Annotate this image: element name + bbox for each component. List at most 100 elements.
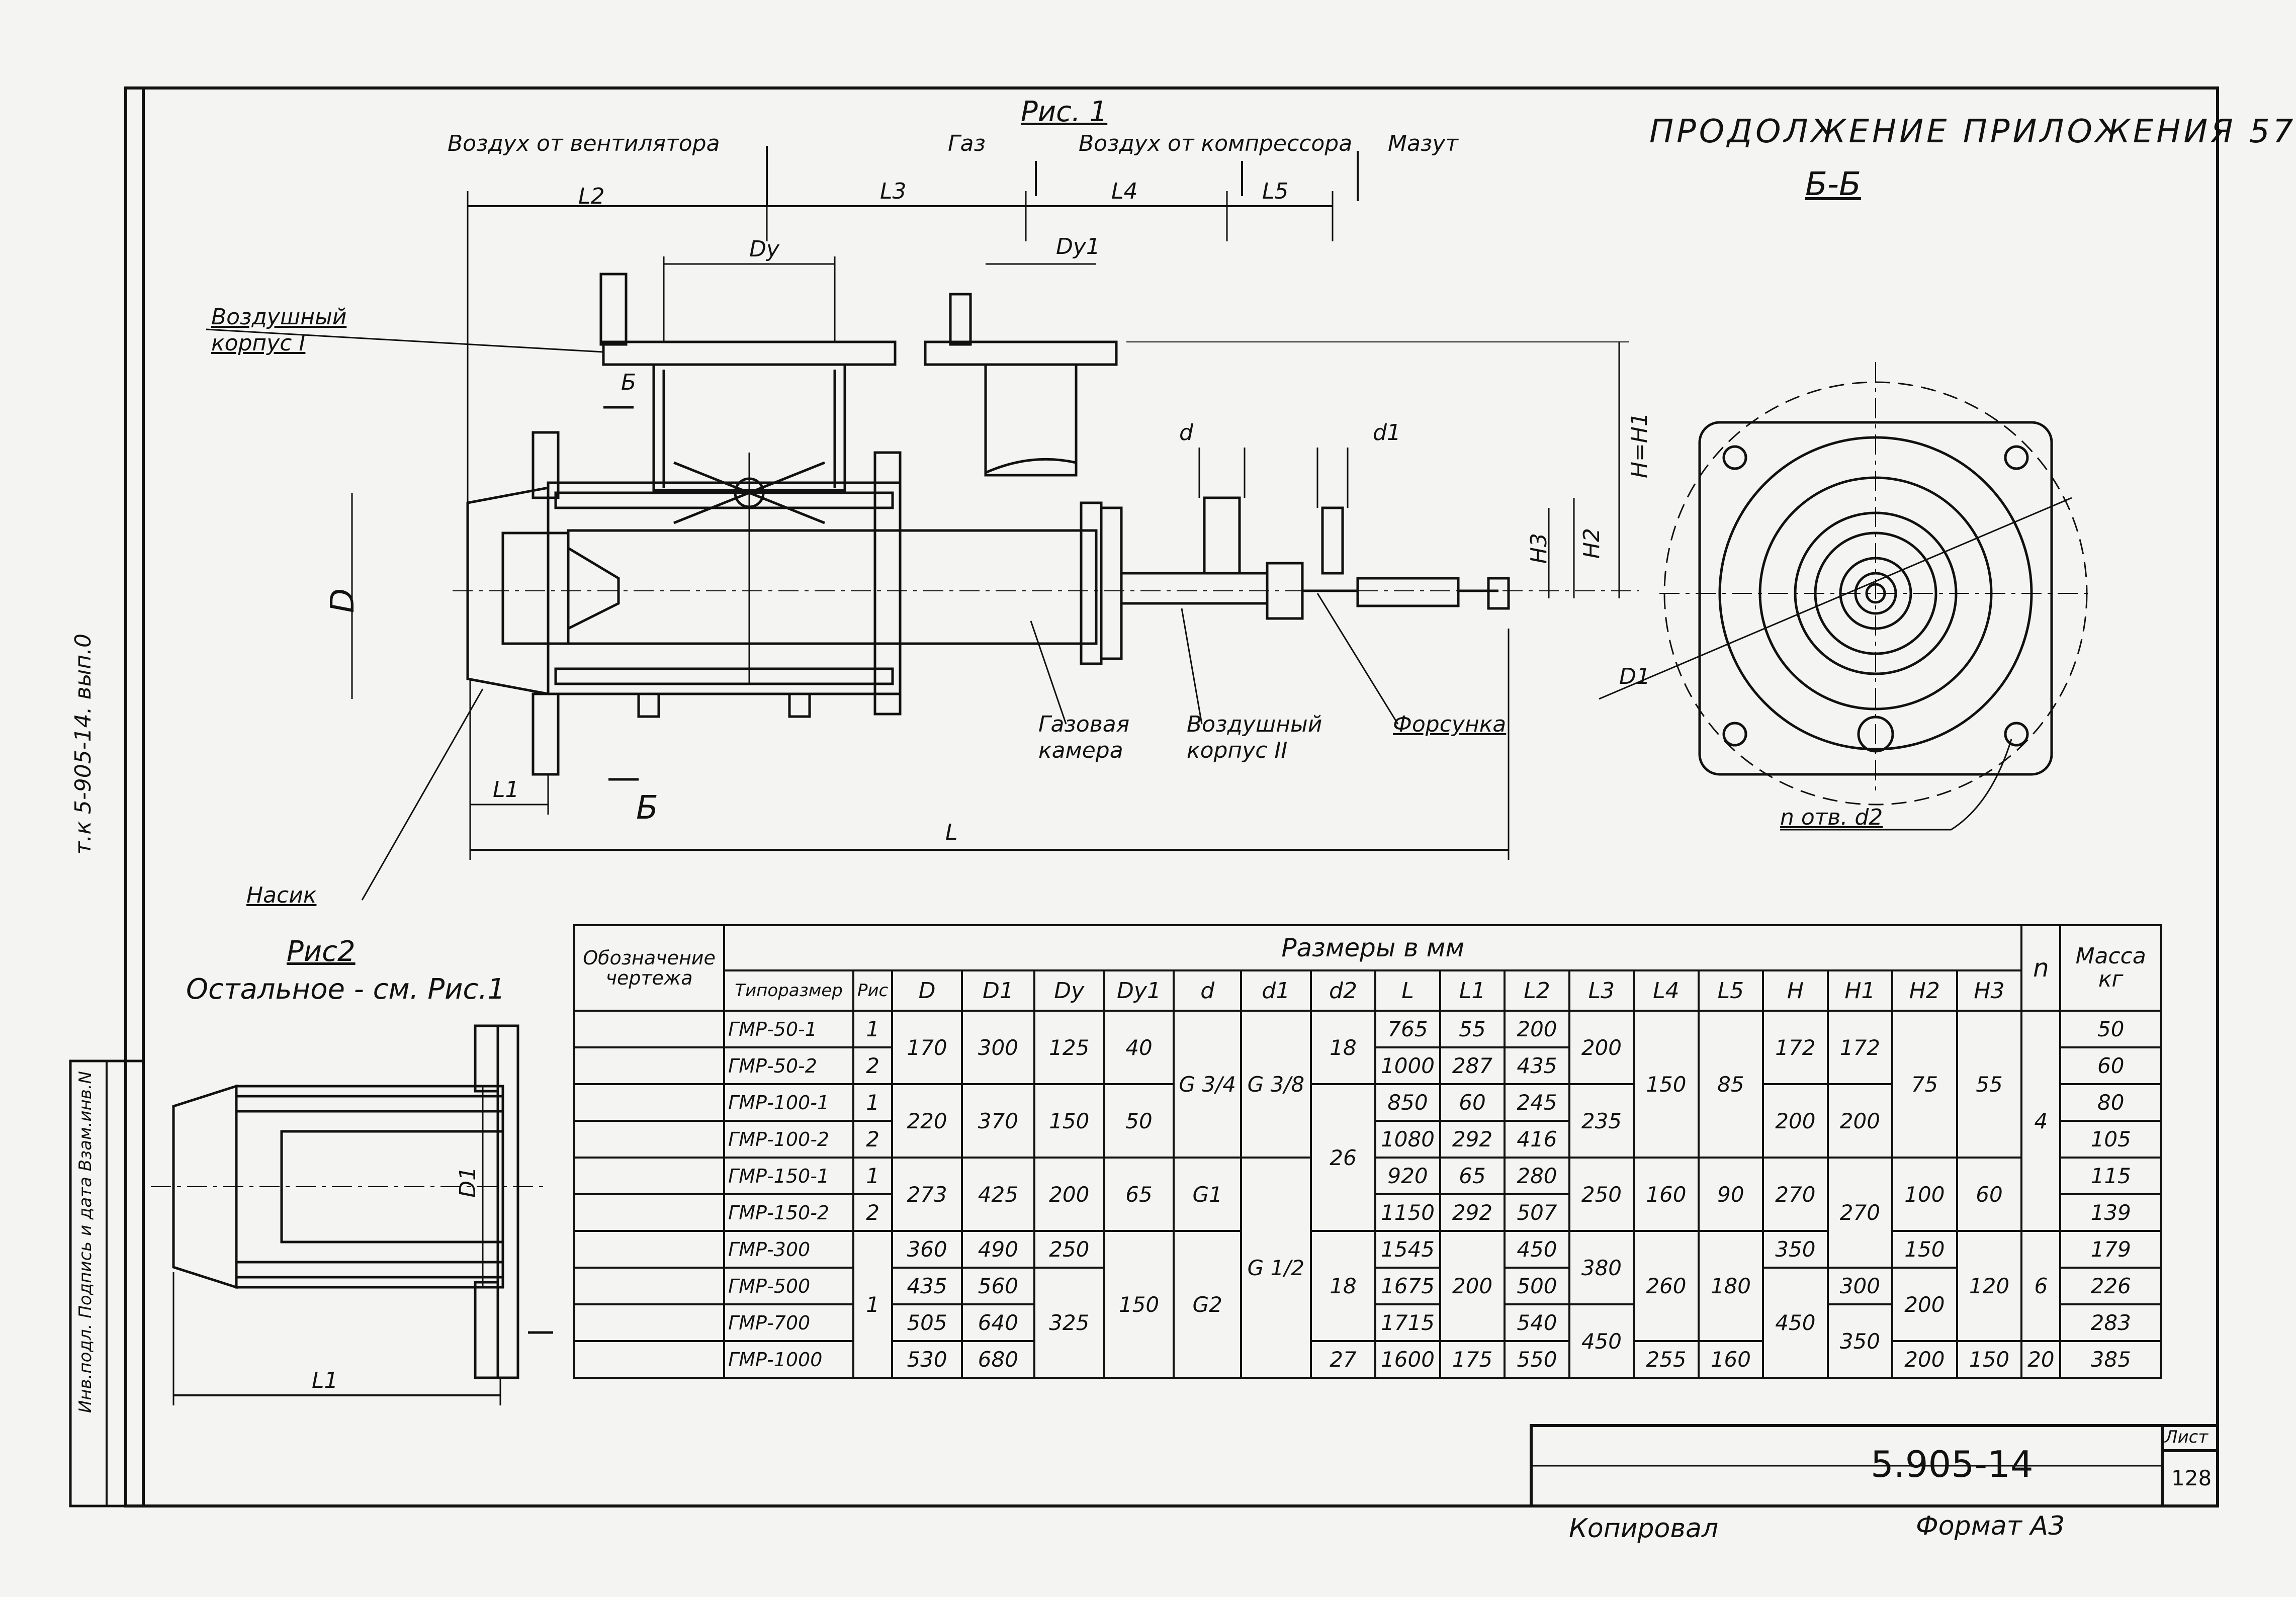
cell-D: 435: [891, 1267, 963, 1305]
cell-designation: [573, 1046, 726, 1085]
section-view: [1599, 362, 2092, 831]
cell-Dy1: 40: [1103, 1010, 1175, 1085]
cell-L5: 180: [1697, 1230, 1764, 1342]
cell-designation: [573, 1120, 726, 1159]
cell-fig: 2: [852, 1046, 894, 1085]
cell-d1: G 1/2: [1240, 1157, 1312, 1379]
cell-H3: 120: [1956, 1230, 2023, 1342]
cell-designation: [573, 1267, 726, 1305]
sub-type: Типоразмер: [723, 969, 855, 1012]
cell-H2: 100: [1891, 1157, 1958, 1232]
cell-H: 172: [1762, 1010, 1829, 1085]
dim-d1: d1: [1373, 420, 1401, 446]
dim-L3: L3: [880, 179, 907, 204]
cell-L3: 235: [1568, 1083, 1635, 1159]
cell-L1: 287: [1439, 1046, 1506, 1085]
cell-type: ГМР-100-2: [723, 1120, 855, 1159]
cell-L1: 55: [1439, 1010, 1506, 1048]
cell-H: 350: [1762, 1230, 1829, 1269]
cell-designation: [573, 1193, 726, 1232]
dim-L5: L5: [1262, 179, 1289, 204]
figure-1-title: Рис. 1: [1021, 96, 1108, 128]
sub-d: d: [1173, 969, 1242, 1012]
sub-H2: H2: [1891, 969, 1958, 1012]
label-holes: n отв. d2: [1780, 805, 1883, 830]
dim-L2: L2: [578, 184, 605, 209]
title-block: [1530, 1424, 2219, 1507]
cell-Dy: 125: [1033, 1010, 1105, 1085]
cell-Dy: 150: [1033, 1083, 1105, 1159]
cell-fig: 1: [852, 1230, 894, 1379]
dim-D1-section: D1: [1619, 664, 1650, 689]
cell-L: 850: [1374, 1083, 1441, 1122]
dim-H-H1: H=H1: [1627, 412, 1652, 479]
cell-L: 765: [1374, 1010, 1441, 1048]
section-mark-bottom: Б: [636, 789, 658, 827]
cell-L2: 507: [1504, 1193, 1570, 1232]
cell-D: 505: [891, 1303, 963, 1342]
cell-L1: 60: [1439, 1083, 1506, 1122]
col-n: n: [2020, 924, 2062, 1012]
cell-L2: 550: [1504, 1340, 1570, 1379]
sub-L2: L2: [1504, 969, 1570, 1012]
label-nozzle: Форсунка: [1393, 712, 1507, 737]
dim-L: L: [945, 820, 958, 845]
cell-Dy: 200: [1033, 1157, 1105, 1232]
cell-L1: 292: [1439, 1193, 1506, 1232]
cell-L3: 450: [1568, 1303, 1635, 1379]
label-tip: Насик: [246, 882, 317, 908]
cell-Dy: 325: [1033, 1267, 1105, 1379]
cell-designation: [573, 1340, 726, 1379]
stamp-side: Инв.подл. Подпись и дата Взам.инв.N: [75, 1071, 96, 1413]
copied-label: Копировал: [1569, 1514, 1719, 1544]
sub-D1: D1: [960, 969, 1035, 1012]
label-air-body-1: Воздушный корпус I: [211, 304, 347, 356]
cell-fig: 1: [852, 1083, 894, 1122]
cell-type: ГМР-50-2: [723, 1046, 855, 1085]
dim-Dy1: Dy1: [1056, 234, 1100, 259]
cell-n: 20: [2020, 1340, 2062, 1379]
section-title: Б-Б: [1805, 166, 1861, 203]
cell-L: 1675: [1374, 1267, 1441, 1305]
cell-L2: 416: [1504, 1120, 1570, 1159]
cell-designation: [573, 1157, 726, 1195]
cell-d2: 18: [1309, 1230, 1377, 1342]
cell-D: 170: [891, 1010, 963, 1085]
cell-d: G2: [1173, 1230, 1242, 1379]
sheet-label: Лист: [2165, 1427, 2209, 1447]
cell-L: 920: [1374, 1157, 1441, 1195]
cell-L1: 175: [1439, 1340, 1506, 1379]
figure-2-view: [151, 1024, 553, 1405]
label-air-from-compressor: Воздух от компрессора: [1079, 131, 1353, 156]
cell-H1: 350: [1826, 1303, 1894, 1379]
dim-H3: H3: [1526, 533, 1552, 564]
cell-D1: 680: [960, 1340, 1035, 1379]
cell-L2: 540: [1504, 1303, 1570, 1342]
sub-L3: L3: [1568, 969, 1635, 1012]
cell-D1: 300: [960, 1010, 1035, 1085]
sheet-number: 128: [2171, 1466, 2212, 1490]
cell-mass: 283: [2059, 1303, 2162, 1342]
cell-mass: 60: [2059, 1046, 2162, 1085]
cell-type: ГМР-300: [723, 1230, 855, 1269]
cell-type: ГМР-700: [723, 1303, 855, 1342]
dim-H2: H2: [1579, 528, 1605, 559]
cell-H: 270: [1762, 1157, 1829, 1232]
cell-fig: 1: [852, 1157, 894, 1195]
cell-Dy: 250: [1033, 1230, 1105, 1269]
cell-mass: 226: [2059, 1267, 2162, 1305]
cell-L4: 160: [1633, 1157, 1700, 1232]
dim-L4: L4: [1111, 179, 1138, 204]
col-mass: Масса кг: [2059, 924, 2162, 1012]
cell-D1: 490: [960, 1230, 1035, 1269]
cell-H2: 75: [1891, 1010, 1958, 1159]
cell-L2: 450: [1504, 1230, 1570, 1269]
cell-H2: 150: [1891, 1230, 1958, 1269]
cell-mass: 385: [2059, 1340, 2162, 1379]
cell-L: 1715: [1374, 1303, 1441, 1342]
cell-mass: 50: [2059, 1010, 2162, 1048]
sub-D: D: [891, 969, 963, 1012]
cell-H: 200: [1762, 1083, 1829, 1159]
cell-H3: 60: [1956, 1157, 2023, 1232]
dim-Dy: Dy: [749, 236, 779, 262]
